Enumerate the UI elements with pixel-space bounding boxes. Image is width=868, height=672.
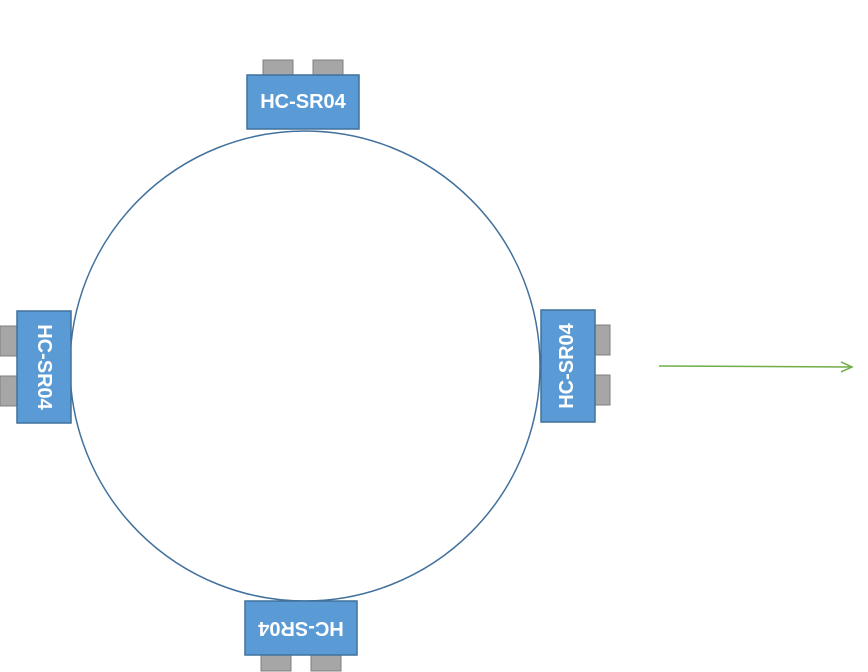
robot-ring <box>69 130 541 602</box>
sensor-body-right <box>540 309 596 423</box>
transducer-left-top <box>0 325 18 357</box>
transducer-top-right <box>312 59 344 77</box>
transducer-right-bottom <box>593 374 611 406</box>
sensor-body-bottom <box>244 600 358 656</box>
sensor-body-top <box>246 74 360 130</box>
sensor-label-right: HC-SR04 <box>556 322 578 408</box>
direction-arrow <box>658 361 854 373</box>
sensor-top: HC-SR04 <box>246 59 360 130</box>
sensor-bottom: HC-SR04 <box>244 600 358 672</box>
sensor-label-bottom: HC-SR04 <box>257 617 343 639</box>
sensor-body-left <box>16 310 72 424</box>
sensor-label-left: HC-SR04 <box>33 324 55 410</box>
sensor-left: HC-SR04 <box>0 310 72 424</box>
transducer-top-left <box>262 59 294 77</box>
sensor-right: HC-SR04 <box>540 309 611 423</box>
transducer-bottom-right <box>310 654 342 672</box>
transducer-right-top <box>593 324 611 356</box>
transducer-bottom-left <box>260 654 292 672</box>
transducer-left-bottom <box>0 375 18 407</box>
sensor-label-top: HC-SR04 <box>260 91 346 113</box>
